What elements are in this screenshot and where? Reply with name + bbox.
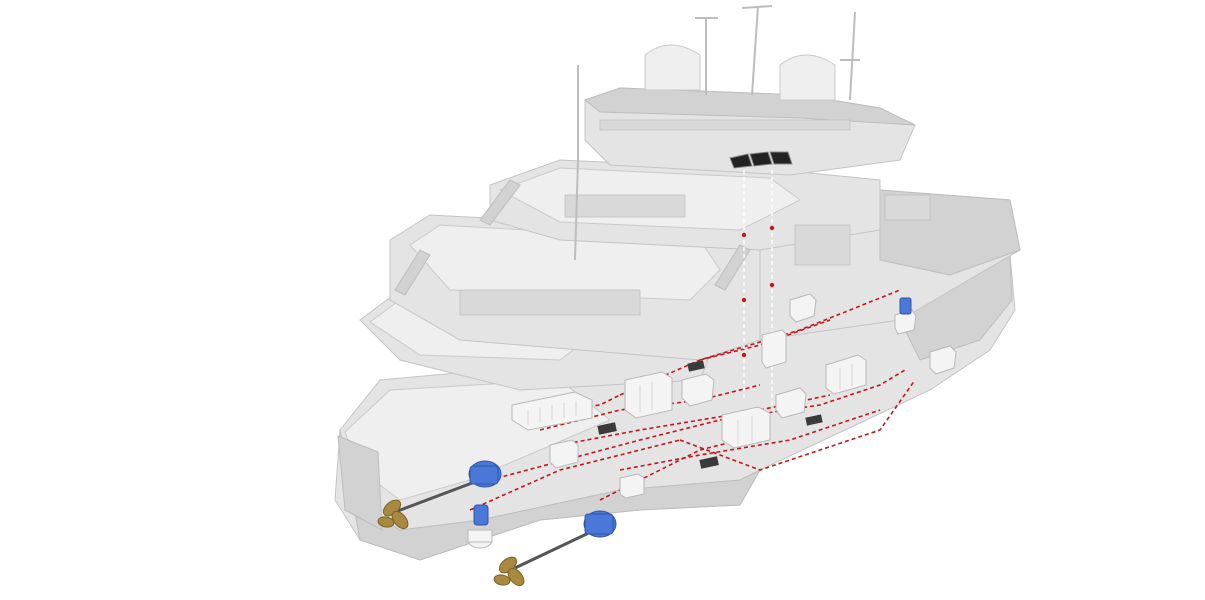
- propeller-port: [377, 499, 409, 530]
- propeller-starboard: [493, 556, 525, 587]
- transformer-small: [549, 439, 645, 499]
- thruster-motor-aft: [899, 297, 912, 315]
- switchboard: [511, 391, 593, 431]
- superstructure: [359, 44, 1021, 391]
- upper-windows: [459, 119, 931, 316]
- generator-units: [681, 293, 957, 419]
- bow-thruster-motor: [467, 504, 493, 549]
- bow-door: [337, 435, 383, 531]
- propulsion-motor-port: [394, 460, 502, 514]
- generator-cabinet-b: [721, 406, 771, 449]
- masts: [574, 5, 860, 261]
- bridge-screens: [729, 151, 793, 169]
- propulsion-motor-starboard: [514, 510, 617, 570]
- converters: [597, 360, 823, 469]
- drive-cabinet-mid: [761, 329, 787, 369]
- generator-cabinet-a: [624, 371, 673, 419]
- drive-cabinet-right: [825, 354, 867, 395]
